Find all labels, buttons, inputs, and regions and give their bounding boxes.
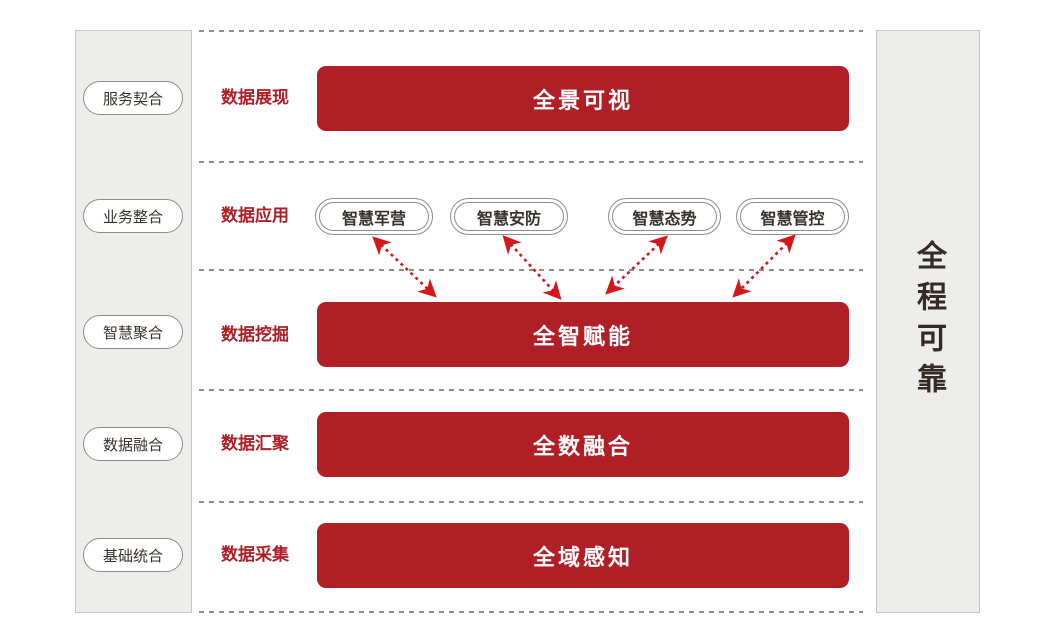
right-assurance-panel: 全程可靠 [876, 30, 980, 613]
layer-bar-panoramic-visibility: 全景可视 [317, 66, 849, 131]
capability-pill-smart-aggregation: 智慧聚合 [83, 315, 183, 349]
dotted-separator [199, 161, 863, 163]
layer-label-data-display: 数据展现 [221, 88, 289, 107]
layer-bar-full-data-fusion: 全数融合 [317, 412, 849, 477]
bidirectional-arrow-icon [732, 235, 796, 298]
layer-label-data-application: 数据应用 [221, 206, 289, 225]
app-pill-label: 智慧军营 [319, 202, 429, 231]
bidirectional-arrow-icon [605, 235, 668, 295]
layer-bar-full-domain-sensing: 全域感知 [317, 523, 849, 588]
bidirectional-arrow-icon [502, 235, 562, 300]
dotted-separator [199, 501, 863, 503]
capability-pill-basic-unification: 基础统合 [83, 538, 183, 572]
layer-label-data-mining: 数据挖掘 [221, 325, 289, 344]
app-pill-label: 智慧安防 [454, 202, 564, 231]
layer-bar-full-intelligence: 全智赋能 [317, 302, 849, 367]
arrows-overlay [372, 235, 796, 300]
app-pill-label: 智慧管控 [740, 202, 845, 231]
app-pill-smart-barracks: 智慧军营 [315, 198, 433, 235]
dotted-separator [199, 389, 863, 391]
dotted-separator [199, 611, 863, 613]
vertical-title: 全程可靠 [912, 239, 945, 404]
dotted-separator [199, 30, 863, 32]
layer-label-data-collection: 数据采集 [221, 545, 289, 564]
capability-pill-data-fusion: 数据融合 [83, 427, 183, 461]
app-pill-label: 智慧态势 [612, 202, 717, 231]
capability-pill-service-fit: 服务契合 [83, 81, 183, 115]
app-pill-smart-security: 智慧安防 [450, 198, 568, 235]
bidirectional-arrow-icon [372, 236, 437, 298]
capability-pill-business-integration: 业务整合 [83, 199, 183, 233]
layer-label-data-convergence: 数据汇聚 [221, 434, 289, 453]
app-pill-smart-control: 智慧管控 [736, 198, 849, 235]
app-pill-smart-situation: 智慧态势 [608, 198, 721, 235]
